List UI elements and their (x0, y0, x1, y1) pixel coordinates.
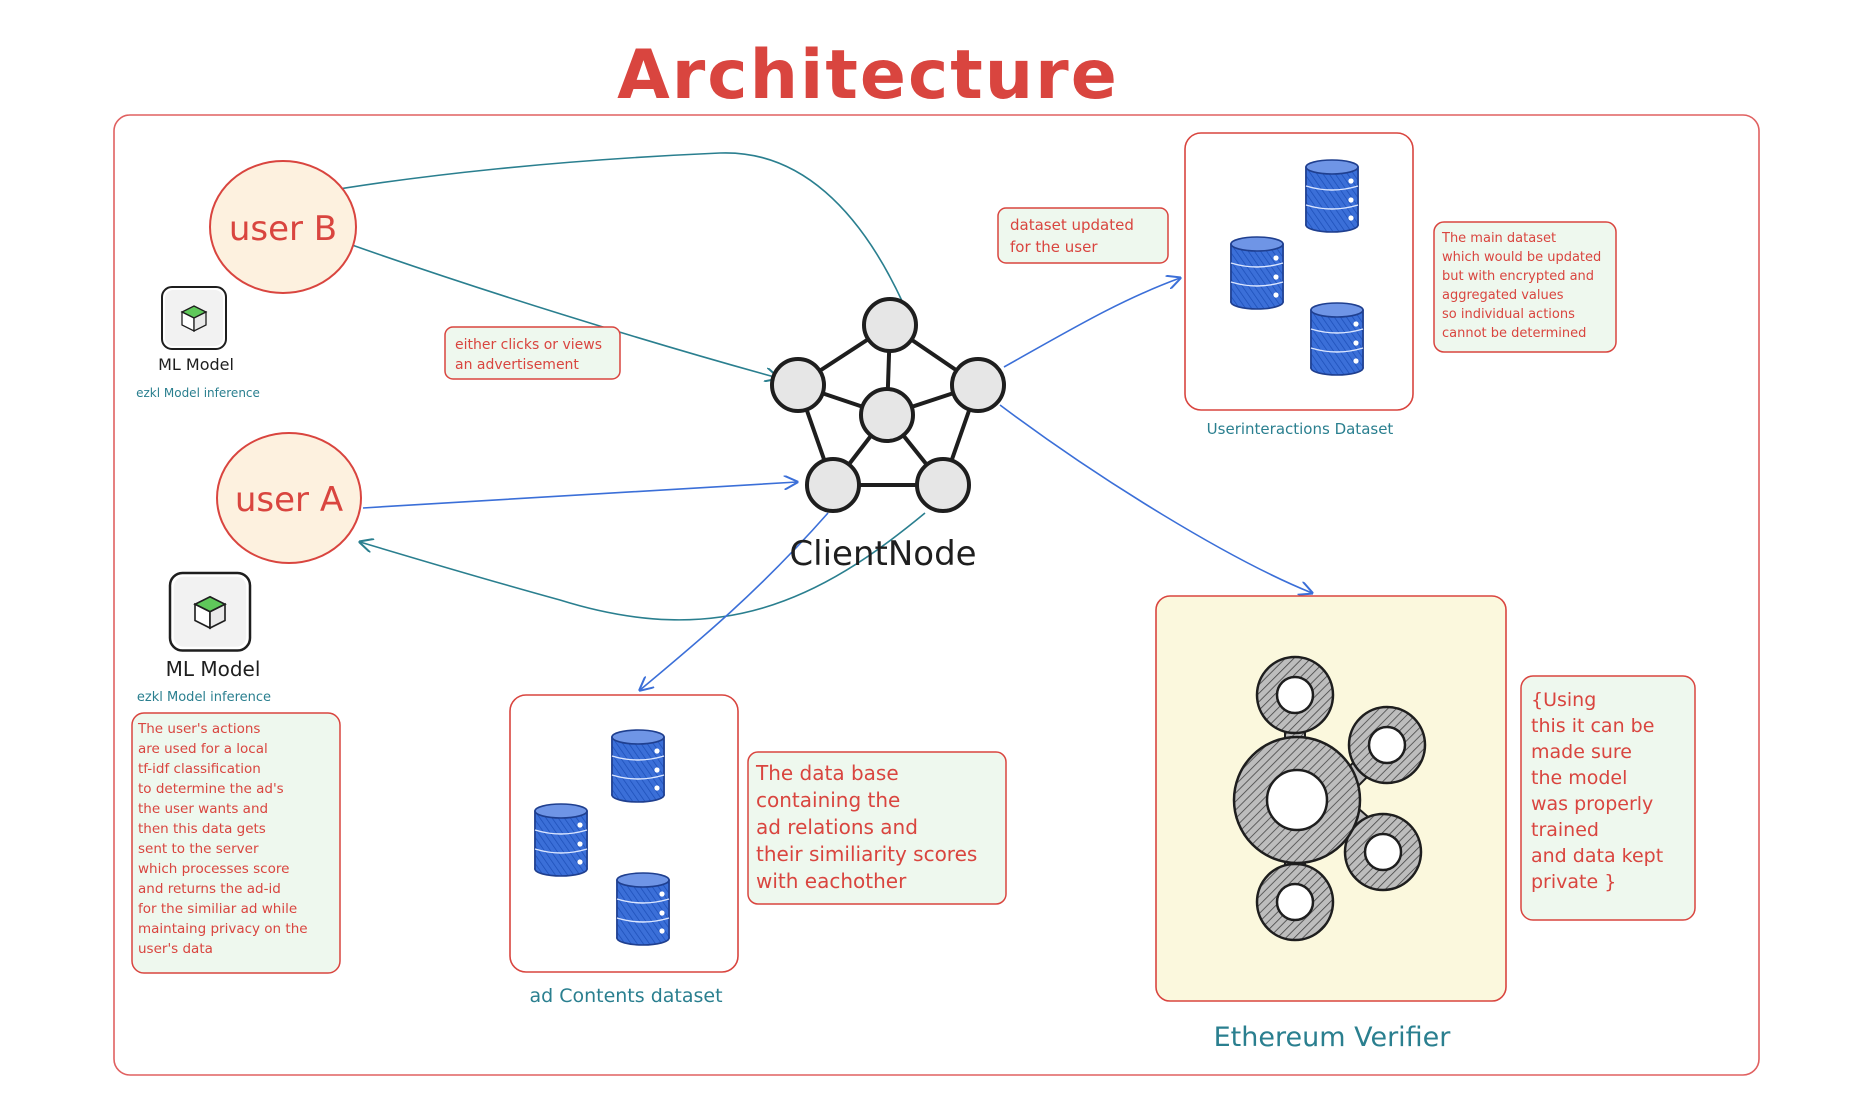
database-icon (1230, 236, 1284, 310)
verifier-graph-icon (1232, 655, 1427, 942)
client-node: ClientNode (770, 297, 1006, 574)
svg-text:dataset updated for the: dataset updated for the user (1010, 216, 1139, 256)
arrow-clientnode-to-ad-contents (640, 512, 829, 690)
note-line: containing the (756, 788, 900, 812)
svg-text:The user's actions are u: The user's actions are used for a local … (137, 721, 312, 957)
client-node-label: ClientNode (789, 534, 976, 574)
note-dataset-updated: dataset updated for the user (997, 207, 1169, 264)
note-line: private } (1531, 871, 1616, 893)
svg-text:The main dataset which w: The main dataset which would be updated … (1441, 231, 1605, 341)
note-line: user's data (138, 941, 213, 957)
model-cube-icon (161, 286, 227, 350)
userinteractions-dataset-label: Userinteractions Dataset (1207, 420, 1394, 438)
note-line: aggregated values (1442, 288, 1564, 303)
note-line: which would be updated (1442, 250, 1601, 265)
database-icon (1305, 159, 1359, 233)
note-line: are used for a local (138, 741, 268, 757)
database-icon (611, 729, 665, 803)
note-line: either clicks or views (455, 337, 602, 353)
ml-model-b-sublabel: ezkl Model inference (136, 386, 260, 400)
note-line: sent to the server (138, 841, 259, 857)
note-line: which processes score (138, 861, 289, 877)
note-line: The data base (755, 761, 899, 785)
note-line: was properly (1531, 793, 1653, 815)
note-line: but with encrypted and (1442, 269, 1594, 284)
connectors (315, 152, 1312, 690)
ad-contents-dataset: ad Contents dataset (509, 694, 739, 1007)
note-line: {Using (1531, 689, 1596, 711)
database-icon (534, 803, 588, 877)
svg-text:either clicks or views a: either clicks or views an advertisement (455, 337, 606, 373)
diagram-title: Architecture (617, 36, 1119, 115)
ad-contents-dataset-label: ad Contents dataset (529, 985, 722, 1007)
arrow-user-a-to-clientnode (362, 482, 797, 509)
user-b-node: user B (209, 160, 357, 294)
userinteractions-dataset: Userinteractions Dataset (1184, 132, 1414, 438)
note-line: this it can be (1531, 715, 1654, 737)
arrow-clientnode-to-userinteractions (1003, 278, 1180, 368)
ml-model-a: ML Model ezkl Model inference (137, 571, 271, 705)
note-verifier: {Using this it can be made sure the mode… (1520, 675, 1696, 921)
model-cube-icon (168, 571, 252, 652)
note-line: an advertisement (455, 357, 579, 373)
note-line: then this data gets (138, 821, 266, 837)
user-b-label: user B (229, 209, 337, 249)
note-line: made sure (1531, 741, 1632, 763)
note-line: and data kept (1531, 845, 1663, 867)
note-clicks: either clicks or views an advertisement (444, 326, 621, 380)
svg-text:{Using this it can be: {Using this it can be made sure the mode… (1531, 689, 1669, 893)
note-line: so individual actions (1442, 307, 1575, 322)
database-icon (1310, 302, 1364, 376)
user-a-node: user A (216, 432, 362, 564)
note-line: the user wants and (138, 801, 268, 817)
note-line: maintaing privacy on the (138, 921, 308, 937)
note-line: The user's actions (137, 721, 260, 737)
note-line: trained (1531, 819, 1599, 841)
note-line: to determine the ad's (138, 781, 284, 797)
note-line: The main dataset (1441, 231, 1556, 246)
user-a-label: user A (235, 480, 343, 520)
note-line: their similiarity scores (756, 842, 977, 866)
note-line: for the similiar ad while (138, 901, 297, 917)
database-icon (616, 872, 670, 946)
note-line: cannot be determined (1442, 326, 1586, 341)
arrow-clientnode-to-user-b (315, 152, 904, 304)
ml-model-a-label: ML Model (166, 657, 261, 681)
ml-model-b: ML Model ezkl Model inference (136, 286, 260, 400)
arrow-clientnode-to-user-a (360, 512, 926, 621)
note-line: dataset updated (1010, 216, 1134, 234)
note-line: the model (1531, 767, 1627, 789)
svg-text:The data base containing: The data base containing the ad relation… (755, 761, 984, 893)
note-user-actions: The user's actions are used for a local … (131, 712, 341, 974)
arrow-clientnode-to-verifier (999, 404, 1312, 593)
ethereum-verifier: Ethereum Verifier (1155, 595, 1507, 1053)
note-line: ad relations and (756, 815, 918, 839)
verifier-label: Ethereum Verifier (1214, 1022, 1452, 1053)
note-database: The data base containing the ad relation… (747, 751, 1007, 905)
note-line: for the user (1010, 238, 1098, 256)
ml-model-b-label: ML Model (158, 355, 234, 374)
note-main-dataset: The main dataset which would be updated … (1433, 221, 1617, 353)
architecture-frame (113, 114, 1760, 1076)
arrow-user-b-to-clientnode (351, 244, 778, 378)
note-line: with eachother (756, 869, 907, 893)
note-line: tf-idf classification (138, 761, 261, 777)
ml-model-a-sublabel: ezkl Model inference (137, 690, 271, 705)
note-line: and returns the ad-id (138, 881, 281, 897)
